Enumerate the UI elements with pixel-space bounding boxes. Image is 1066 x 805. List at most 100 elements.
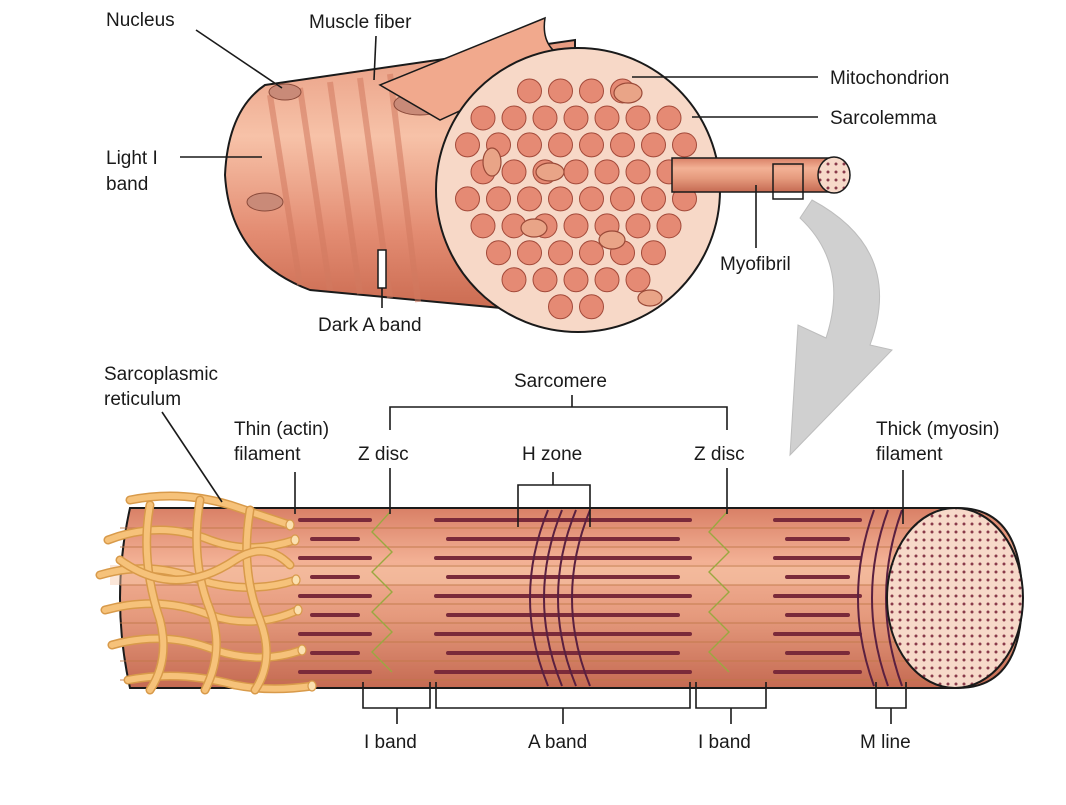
z-disc-right-zigzag [708,511,730,673]
reticulum-tubule [127,493,293,528]
label-sarcoplasmic-line2: reticulum [104,389,181,410]
label-thick-line1: Thick (myosin) [876,419,1000,440]
dark-a-band-marker [377,249,387,289]
tubule-end [290,534,300,546]
myofibril-section [470,105,496,131]
i-band-left-bracket [362,682,431,724]
myofibril-rod [671,156,851,200]
muscle-fiber-illustration [223,16,893,457]
myofibril-section [532,105,558,131]
myofibril-section [501,267,527,293]
myofibril-section [641,132,666,158]
myofibril-section [563,159,589,185]
myofibril-end-face [886,507,1024,689]
label-sarcoplasmic-line1: Sarcoplasmic [104,364,218,385]
label-thin-line1: Thin (actin) [234,419,329,440]
label-myofibril: Myofibril [720,254,791,275]
reticulum-tubule [105,527,298,551]
myofibril-section [656,105,682,131]
myofibril-section [548,294,573,320]
label-dark-a-band: Dark A band [318,315,422,336]
label-sarcolemma: Sarcolemma [830,108,937,129]
myofibril-section [579,186,604,212]
h-zone-bracket [517,472,591,527]
tubule-end [307,680,317,692]
sarcomere-bracket [389,395,728,430]
h-zone-arcs [529,509,591,687]
label-light-i-band-line2: band [106,174,148,195]
a-band-bracket [435,682,691,724]
myofibril-section [641,186,666,212]
nucleus-shape [246,192,284,212]
label-a-band: A band [528,732,587,753]
myofibril-section [579,78,604,104]
nucleus-shape [268,83,302,101]
tubule-end [291,574,301,586]
myofibril-section [455,132,480,158]
label-i-band-left: I band [364,732,417,753]
myofibril-section [594,159,620,185]
myofibril-section [517,240,542,266]
reticulum-tubule [243,507,270,693]
myofibril-section [517,78,542,104]
tubule-end [293,604,303,616]
myofibril-section [610,132,635,158]
myofibril-cross-sections [455,78,697,320]
label-light-i-band-line1: Light I [106,148,158,169]
reticulum-tubule [117,548,293,583]
myofibril-section [610,186,635,212]
myofibril-section [548,186,573,212]
label-z-disc-right: Z disc [694,444,745,465]
myofibril-section [625,213,651,239]
myofibril-section [563,267,589,293]
myofibril-section [656,213,682,239]
label-z-disc-left: Z disc [358,444,409,465]
label-mitochondrion: Mitochondrion [830,68,949,89]
sarcomere-illustration [95,491,1024,695]
label-m-line: M line [860,732,911,753]
myofibril-section [501,159,527,185]
tubule-end [285,519,295,531]
myofibril-section [563,105,589,131]
reticulum-tubule [143,502,167,693]
m-line-bracket [875,682,907,724]
myofibril-section [517,186,542,212]
myofibril-section [455,186,480,212]
label-nucleus: Nucleus [106,10,175,31]
myofibril-section [594,267,620,293]
myofibril-section [579,294,604,320]
myofibril-section [548,240,573,266]
label-sarcomere: Sarcomere [514,371,607,392]
top-labels: Nucleus Muscle fiber Mitochondrion Sarco… [106,10,949,336]
label-i-band-right: I band [698,732,751,753]
myofibril-section [625,267,651,293]
myofibril-section [594,105,620,131]
myofibril-section [548,132,573,158]
sarcoplasmic-reticulum-network [95,491,317,695]
myofibril-section [501,105,527,131]
myofibril-section [641,240,666,266]
label-h-zone: H zone [522,444,582,465]
bottom-labels: Sarcoplasmic reticulum Sarcomere Thin (a… [104,364,1000,753]
myofibril-section [517,132,542,158]
tubule-end [297,644,307,656]
reticulum-tubule [193,497,220,693]
myofibril-section [625,105,651,131]
myofibril-section [548,78,573,104]
myofibril-zoom-box [772,163,804,200]
myofibril-section [470,213,496,239]
z-disc-left-zigzag [371,511,393,673]
zoom-arrow [789,199,893,457]
label-thin-line2: filament [234,444,301,465]
myofibril-section [625,159,651,185]
myofibril-section [532,267,558,293]
myofibril-section [486,186,511,212]
mitochondria-shapes [482,82,663,307]
myofibril-section [486,240,511,266]
label-thick-line2: filament [876,444,943,465]
myofibril-section [563,213,589,239]
myofibril-section [579,240,604,266]
label-muscle-fiber: Muscle fiber [309,12,412,33]
